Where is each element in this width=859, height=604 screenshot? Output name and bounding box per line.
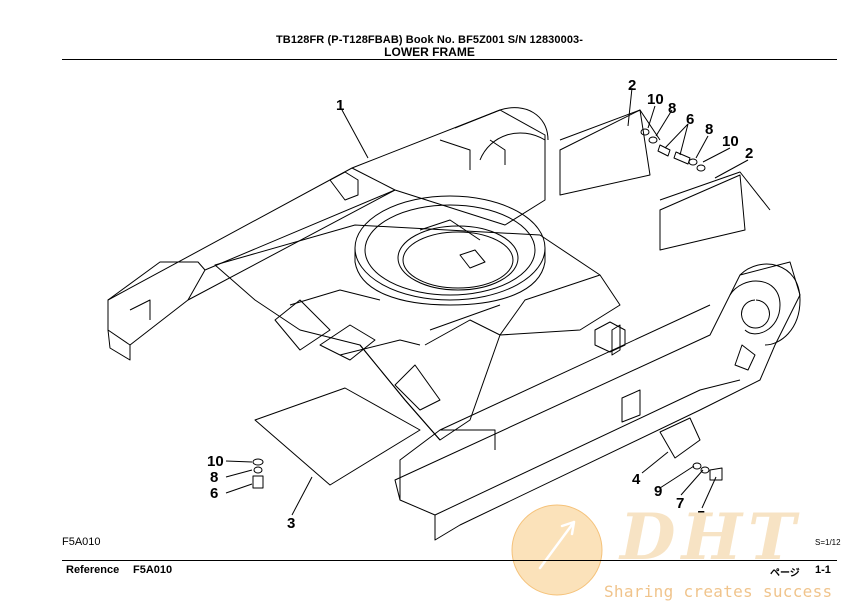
callout-5: 5: [697, 508, 705, 525]
fastener-stack-lower-left: [252, 458, 264, 489]
reference-value: F5A010: [133, 564, 173, 576]
footer-rule: [62, 560, 837, 561]
callout-8-right: 8: [705, 121, 713, 138]
watermark-slogan: Sharing creates success: [604, 582, 833, 601]
callout-10-right: 10: [722, 133, 739, 150]
leader-lines: [225, 87, 749, 516]
left-side-frame: [107, 107, 549, 361]
page-number: 1-1: [815, 564, 831, 576]
callout-4: 4: [632, 471, 641, 488]
callout-7: 7: [676, 495, 684, 512]
center-frame: [214, 224, 621, 441]
watermark-badge-icon: [511, 504, 603, 596]
link-arms: [274, 289, 441, 411]
fastener-stack-upper: [640, 128, 706, 172]
callout-8-left: 8: [210, 469, 218, 486]
callout-6-left: 6: [210, 485, 218, 502]
callout-10-upper: 10: [647, 91, 664, 108]
scale-note: S=1/12: [815, 538, 841, 547]
callout-numbers: 1 2 10 8 6 8 10 2 10 8 6 3 4 9 7 5: [207, 77, 753, 532]
swing-bearing-ring: [354, 195, 546, 306]
side-cover-lower: [659, 171, 771, 251]
callout-2-upper: 2: [628, 77, 636, 94]
right-side-frame: [394, 261, 801, 541]
header-model-line: TB128FR (P-T128FBAB) Book No. BF5Z001 S/…: [275, 34, 584, 46]
watermark-logo: DHT: [620, 500, 802, 575]
figure-code: F5A010: [62, 536, 101, 548]
callout-8-upper: 8: [668, 100, 676, 117]
reference-label: Reference: [66, 564, 120, 576]
callout-9: 9: [654, 483, 662, 500]
callout-1: 1: [336, 97, 344, 114]
callout-2-lower: 2: [745, 145, 753, 162]
callout-6-upper: 6: [686, 111, 694, 128]
small-cover-plate: [659, 417, 701, 459]
header-rule: [62, 59, 837, 60]
page-label: ページ: [770, 568, 800, 579]
callout-10-left: 10: [207, 453, 224, 470]
fastener-stack-lower-right: [692, 462, 723, 481]
callout-3: 3: [287, 515, 295, 532]
side-cover-upper: [559, 109, 661, 196]
page-title: LOWER FRAME: [384, 45, 475, 59]
under-cover-plate: [254, 387, 421, 486]
